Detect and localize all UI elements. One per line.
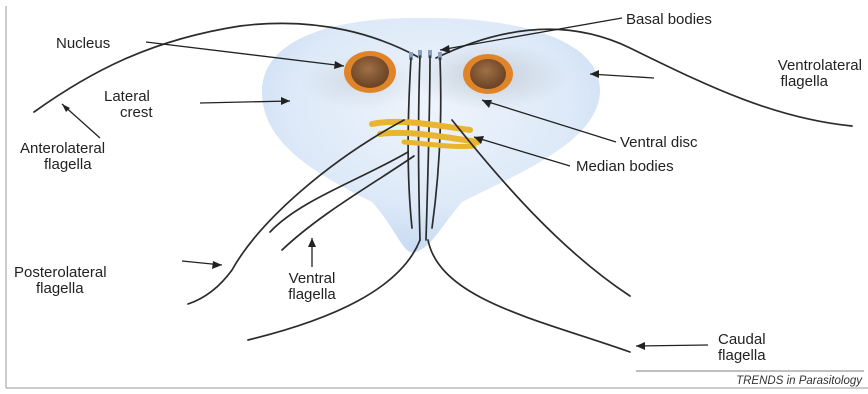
label-posterolateral-flagella-line1: Posterolateral xyxy=(14,264,107,281)
label-ventrolateral-flagella-line1: Ventrolateral xyxy=(778,57,862,74)
label-ventrolateral-flagella-line2: flagella xyxy=(780,73,828,90)
label-lateral-crest-line1: Lateral xyxy=(104,88,150,105)
caudal-flagellum-right xyxy=(428,240,630,352)
nucleus-left xyxy=(344,51,396,93)
label-anterolateral-flagella-line2: flagella xyxy=(44,156,92,173)
label-anterolateral-flagella-line1: Anterolateral xyxy=(20,140,105,157)
label-posterolateral-flagella-line2: flagella xyxy=(36,280,84,297)
label-lateral-crest-line2: crest xyxy=(120,104,153,121)
label-median-bodies: Median bodies xyxy=(576,158,674,175)
label-nucleus: Nucleus xyxy=(56,35,110,52)
label-ventral-disc: Ventral disc xyxy=(620,134,698,151)
label-caudal-flagella-line1: Caudal xyxy=(718,331,766,348)
label-basal-bodies: Basal bodies xyxy=(626,11,712,28)
label-ventral-flagella-line1: Ventral xyxy=(289,270,336,287)
label-ventral-flagella-line2: flagella xyxy=(288,286,336,303)
credit-trends-in-parasitology: TRENDS in Parasitology xyxy=(736,375,863,387)
nucleus-right xyxy=(463,54,513,94)
label-caudal-flagella-line2: flagella xyxy=(718,347,766,364)
